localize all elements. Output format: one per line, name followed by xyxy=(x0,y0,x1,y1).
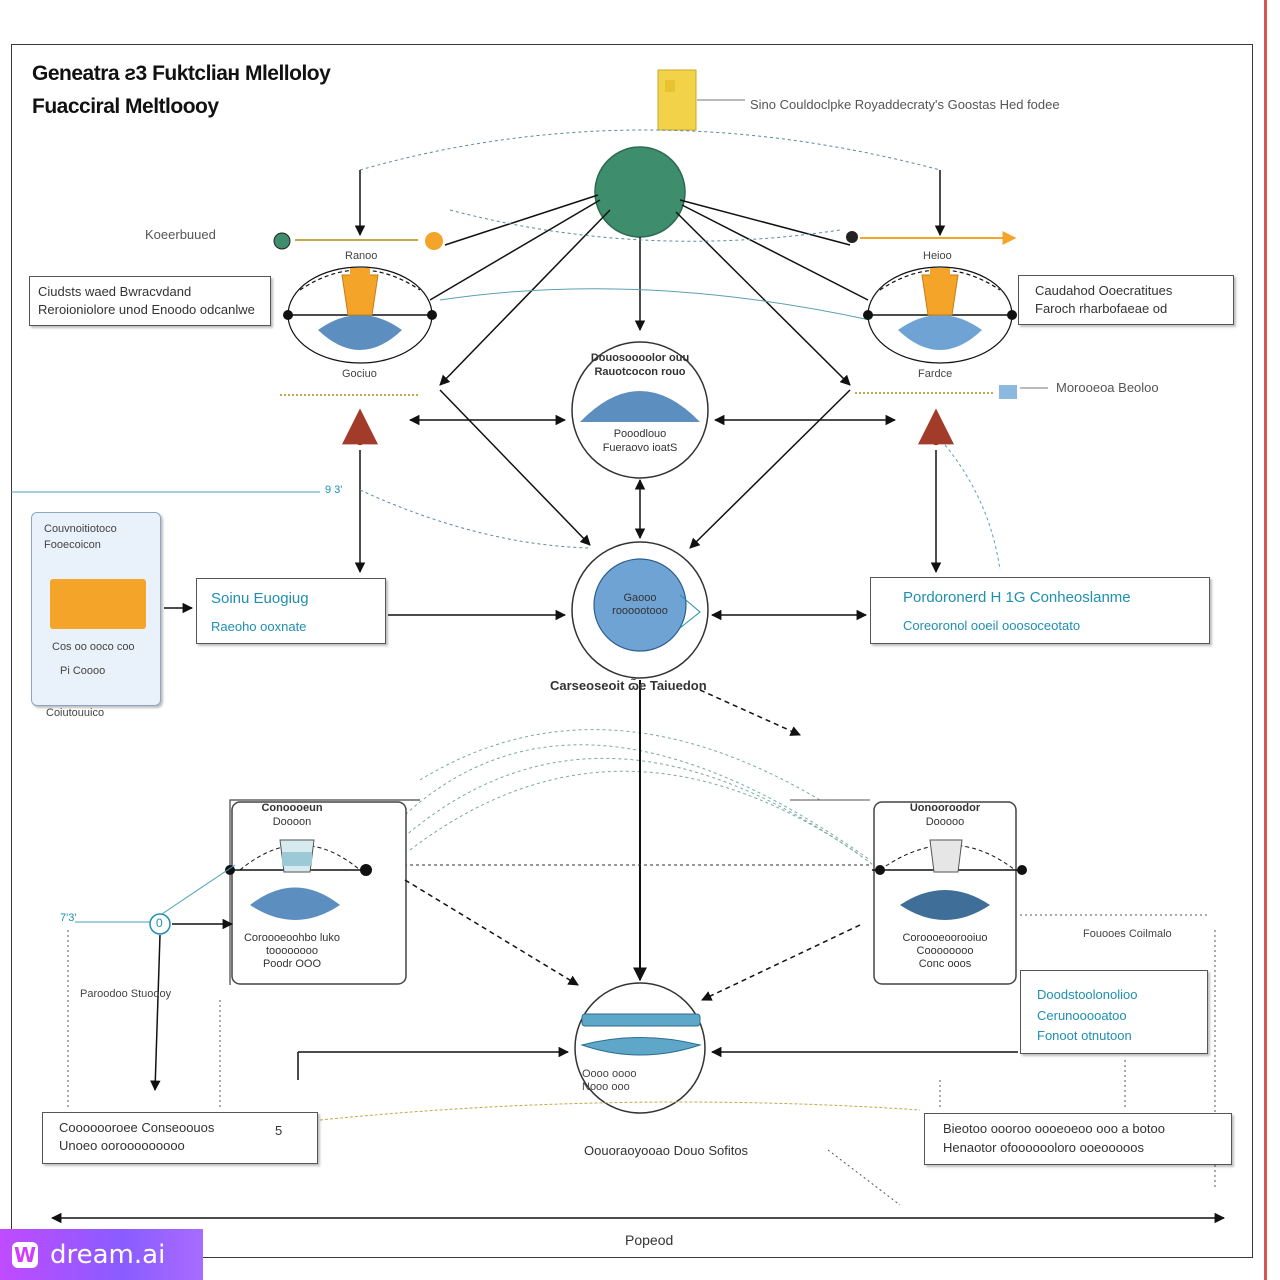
bottom-left-node xyxy=(225,799,420,985)
left-card-title-1: Couvnoitiotoco xyxy=(44,523,117,535)
mid-left-box-line1: Soinu Euogiug xyxy=(211,590,309,607)
right-blue-box-line2: Cerunooooatoo xyxy=(1037,1008,1127,1023)
diagram-frame xyxy=(11,44,1253,1258)
right-legend-swatch xyxy=(999,385,1017,399)
small-cyan-circle xyxy=(149,913,171,935)
left-card-caption: Coiutouuico xyxy=(46,707,105,719)
center-caption: Carseoseoit ɷ̃e Taiuedon xyxy=(550,678,707,693)
dream-ai-logo-icon: W xyxy=(12,1241,38,1268)
center-top-node-label-2: Rauotcocon rouo xyxy=(594,366,686,378)
bottom-right-box-line1: Bieotoo oooroo oooeoeoo ooo a botoo xyxy=(943,1121,1165,1136)
dashed-arrow-caption xyxy=(699,689,801,736)
top-left-node-label-bottom: Gociuo xyxy=(342,368,377,380)
right-edge-rule xyxy=(1264,0,1267,1280)
center-top-node-label-4: Fueraovo ioatS xyxy=(602,442,678,454)
bottom-right-box-line2: Henaotor ofooooooloro ooeooooos xyxy=(943,1140,1144,1155)
bottom-right-node-title-2: Dooooo xyxy=(925,816,965,828)
top-right-dot xyxy=(846,231,858,243)
bottom-center-node-label-1: Oooo oooo xyxy=(582,1068,637,1080)
dream-ai-watermark[interactable]: W dream.ai xyxy=(0,1229,203,1280)
bottom-dotted-slant xyxy=(827,1149,901,1206)
arrow-circle-down xyxy=(150,934,161,1092)
top-dashed-arc xyxy=(359,129,941,171)
left-top-tag: Koeerbuued xyxy=(145,227,216,242)
center-mid-node-label-1: Gaooo xyxy=(623,592,657,604)
left-side-label: Paroodoo Stuoooy xyxy=(80,988,172,1000)
right-legend-label: Morooeoa Beoloo xyxy=(1056,380,1159,395)
top-yellow-block xyxy=(657,69,697,131)
mid-right-box: Pordoronerd H 1G Conheoslanme Coreoronol… xyxy=(870,577,1210,644)
title-line-1: Geneatra ƨ3 Fuktcliaн Mlelloloy xyxy=(32,62,331,85)
right-top-box-line1: Caudahod Ooecratitues xyxy=(1035,283,1173,298)
bottom-dashed-arc xyxy=(319,1101,921,1121)
center-top-node-label-1: Douosoooolor ouu xyxy=(590,352,690,364)
bottom-left-node-title-2: Doooon xyxy=(272,816,312,828)
cyan-link-upper xyxy=(439,288,871,321)
top-left-node-label-top: Ranoo xyxy=(345,250,378,262)
center-top-node xyxy=(571,341,709,479)
green-hub-node xyxy=(594,146,686,238)
top-right-node-label-top: Heioo xyxy=(923,250,952,262)
right-small-label: Fouooes Coilmalo xyxy=(1083,928,1172,940)
hub-spokes xyxy=(429,194,869,549)
top-right-node-label-bottom: Fardce xyxy=(918,368,953,380)
top-left-node xyxy=(283,266,437,364)
left-card-title-2: Fooecoicon xyxy=(44,539,101,551)
mid-right-box-line1: Pordoronerd H 1G Conheoslanme xyxy=(903,589,1131,606)
right-blue-box-line1: Doodstoolonolioo xyxy=(1037,987,1138,1002)
lower-dashed-arcs xyxy=(379,729,881,871)
bottom-right-node-text-1: Coroooeoorooiuo xyxy=(902,932,988,944)
mid-left-tag: 9 3' xyxy=(325,484,343,496)
dashed-right-link xyxy=(944,444,1001,571)
timeline-label: Popeod xyxy=(625,1232,674,1248)
dashed-arrow-br xyxy=(701,924,861,1001)
bottom-right-node-text-3: Conc ooos xyxy=(918,958,972,970)
bottom-right-box: Bieotoo oooroo oooeoeoo ooo a botoo Hena… xyxy=(924,1113,1232,1165)
bottom-center-label: Oouoraoyooao Douo Sofitos xyxy=(584,1143,749,1158)
left-top-box: Ciudsts waed Bwracvdand Reroioniolore un… xyxy=(29,276,271,326)
bottom-right-node xyxy=(872,801,1027,985)
dashed-left-link xyxy=(359,489,591,549)
bottom-right-node-title-1: Uonooroodor xyxy=(909,802,981,814)
bottom-left-box-num: 5 xyxy=(275,1123,283,1138)
bottom-center-node-label-2: Nooo ooo xyxy=(582,1081,630,1093)
top-right-node xyxy=(863,266,1017,364)
mid-right-box-line2: Coreoronol ooeil ooosoceotato xyxy=(903,618,1081,633)
title-line-2: Fuacciral Meltloooy xyxy=(32,95,219,118)
bottom-left-box: Cooooooroee Conseoouos Unoeo ooroooooooo… xyxy=(42,1112,318,1164)
left-top-box-line2: Reroioniolore unod Enoodo odcanlwe xyxy=(38,302,255,317)
bottom-left-box-line2: Unoeo oorooooooooo xyxy=(59,1138,185,1153)
cyan-left-link xyxy=(149,864,236,923)
left-card-text-2: Pi Coooo xyxy=(60,665,106,677)
dream-ai-watermark-text: dream.ai xyxy=(50,1239,166,1270)
right-top-box-line2: Faroch rharbofaeae od xyxy=(1035,301,1168,316)
left-card-swatch xyxy=(50,579,146,629)
center-mid-node xyxy=(571,541,709,679)
bottom-left-node-text-3: Poodr OOO xyxy=(262,958,322,970)
center-top-node-label-3: Pooodlouo xyxy=(613,428,667,440)
right-blue-box-line3: Fonoot otnutoon xyxy=(1037,1028,1132,1043)
small-green-dot xyxy=(273,232,291,250)
small-orange-dot xyxy=(425,232,443,250)
right-blue-box: Doodstoolonolioo Cerunooooatoo Fonoot ot… xyxy=(1020,970,1208,1054)
mid-left-box-line2: Raeoho ooxnate xyxy=(211,619,307,634)
mid-left-box: Soinu Euogiug Raeoho ooxnate xyxy=(196,578,386,644)
center-mid-node-label-2: roooootooo xyxy=(612,605,668,617)
left-card: Couvnoitiotoco Fooecoicon Cos oo ooco co… xyxy=(31,512,161,706)
bottom-left-node-title-1: Conoooeun xyxy=(261,802,323,814)
bottom-left-node-text-1: Coroooeoohbo luko xyxy=(243,932,341,944)
left-top-box-line1: Ciudsts waed Bwracvdand xyxy=(38,284,192,299)
top-legend-label: Sino Cοuldoclpke Royaddecraty's Goostas … xyxy=(750,97,1060,112)
dashed-arrow-bl xyxy=(404,879,579,986)
right-top-box: Caudahod Ooecratitues Faroch rharbofaeae… xyxy=(1018,275,1234,325)
left-small-tag: 7'3' xyxy=(60,912,77,924)
left-card-text-1: Cos oo ooco coo xyxy=(52,641,135,653)
bottom-left-box-line1: Cooooooroee Conseoouos xyxy=(59,1120,215,1135)
left-circle-tag: 0 xyxy=(156,916,163,930)
bottom-center-node xyxy=(574,982,706,1114)
bottom-right-node-text-2: Coooooooo xyxy=(916,945,974,957)
bottom-left-node-text-2: toooooooo xyxy=(266,945,318,957)
